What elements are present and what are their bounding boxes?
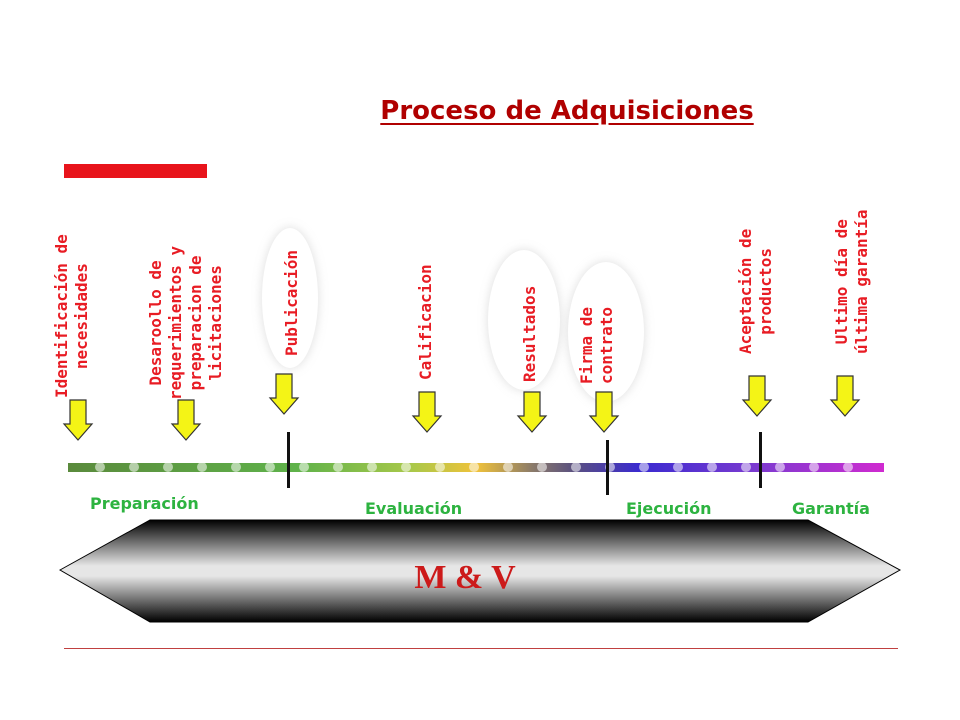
phase-evaluacion: Evaluación: [365, 499, 463, 518]
down-arrow-icon: [588, 391, 620, 433]
timeline-bead: [333, 462, 343, 472]
phase-divider: [606, 440, 609, 495]
timeline-bead: [435, 462, 445, 472]
timeline-bead: [469, 462, 479, 472]
down-arrow-icon: [516, 391, 548, 433]
down-arrow-icon: [829, 375, 861, 417]
timeline-bead: [163, 462, 173, 472]
timeline-bead: [367, 462, 377, 472]
timeline-bead: [95, 462, 105, 472]
timeline-bead: [741, 462, 751, 472]
label-backdrop-publicacion: [262, 228, 318, 368]
label-backdrop-resultados: [488, 250, 560, 390]
timeline-bead: [571, 462, 581, 472]
label-backdrop-firma: [568, 262, 644, 402]
phase-garantia: Garantía: [792, 499, 870, 518]
timeline-bead: [775, 462, 785, 472]
timeline-bead: [843, 462, 853, 472]
timeline-bead: [707, 462, 717, 472]
timeline-bead: [537, 462, 547, 472]
timeline-beads: [95, 462, 853, 472]
timeline-bead: [639, 462, 649, 472]
timeline-bead: [231, 462, 241, 472]
timeline-bead: [197, 462, 207, 472]
down-arrow-icon: [741, 375, 773, 417]
down-arrow-icon: [62, 399, 94, 441]
title-panel: [207, 30, 927, 190]
mv-banner: [58, 519, 902, 623]
bottom-rule: [64, 648, 898, 649]
timeline-bead: [129, 462, 139, 472]
down-arrow-icon: [170, 399, 202, 441]
down-arrow-icon: [411, 391, 443, 433]
timeline-bead: [401, 462, 411, 472]
down-arrow-icon: [268, 373, 300, 415]
timeline-bead: [503, 462, 513, 472]
page-title: Proceso de Adquisiciones: [380, 96, 754, 126]
mv-banner-text: M & V: [414, 559, 516, 596]
phase-divider: [287, 432, 290, 488]
phase-preparacion: Preparación: [90, 494, 199, 513]
timeline-bead: [265, 462, 275, 472]
timeline-bead: [673, 462, 683, 472]
timeline-bead: [299, 462, 309, 472]
phase-divider: [759, 432, 762, 488]
phase-ejecucion: Ejecución: [626, 499, 712, 518]
timeline-bead: [809, 462, 819, 472]
milestone-arrows: [62, 373, 861, 441]
accent-bar: [64, 164, 224, 178]
